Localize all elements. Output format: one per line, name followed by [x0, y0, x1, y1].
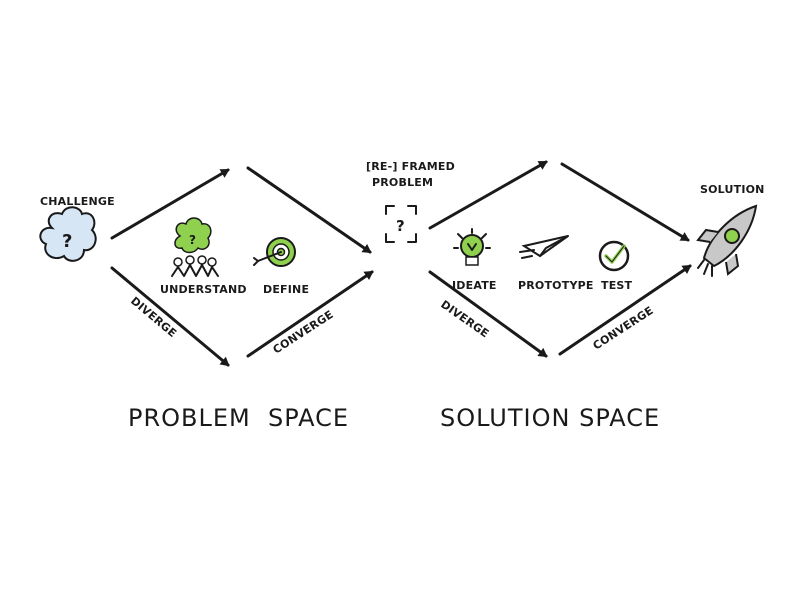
target-icon [253, 237, 296, 267]
arrow-converge-bottom-right [558, 264, 692, 356]
arrow-diverge-down-right [428, 270, 548, 358]
framed-question-icon: ? [385, 205, 417, 243]
problem-space-label: PROBLEM SPACE [128, 404, 349, 432]
question-cloud-icon: ? [39, 206, 97, 262]
challenge-question-mark: ? [62, 231, 72, 252]
lightbulb-icon [453, 228, 491, 266]
rocket-icon [696, 204, 758, 277]
arrow-diverge-up-left [110, 168, 230, 240]
arrow-converge-bottom-left [246, 270, 374, 358]
arrow-converge-top-left [246, 166, 372, 254]
test-label: TEST [601, 279, 633, 292]
thinking-people-icon: ? [171, 217, 219, 277]
challenge-label: CHALLENGE [40, 195, 115, 208]
arrow-converge-top-right [560, 162, 690, 242]
arrow-diverge-up-right [428, 160, 548, 230]
converge-label-left: CONVERGE [271, 308, 336, 357]
define-label: DEFINE [263, 283, 309, 296]
diverge-label-right: DIVERGE [438, 298, 491, 341]
ideate-label: IDEATE [452, 279, 497, 292]
solution-space-label: SOLUTION SPACE [440, 404, 660, 432]
prototype-label: PROTOTYPE [518, 279, 594, 292]
understand-label: UNDERSTAND [160, 283, 247, 296]
solution-label: SOLUTION [700, 183, 765, 196]
paper-plane-icon [519, 235, 569, 259]
understand-question-mark: ? [189, 233, 196, 247]
reframed-label-line2: PROBLEM [372, 176, 433, 189]
framed-question-mark: ? [396, 217, 405, 235]
arrow-diverge-down-left [110, 266, 230, 367]
checkmark-circle-icon [598, 240, 630, 272]
reframed-label-line1: [RE-] FRAMED [366, 160, 455, 173]
